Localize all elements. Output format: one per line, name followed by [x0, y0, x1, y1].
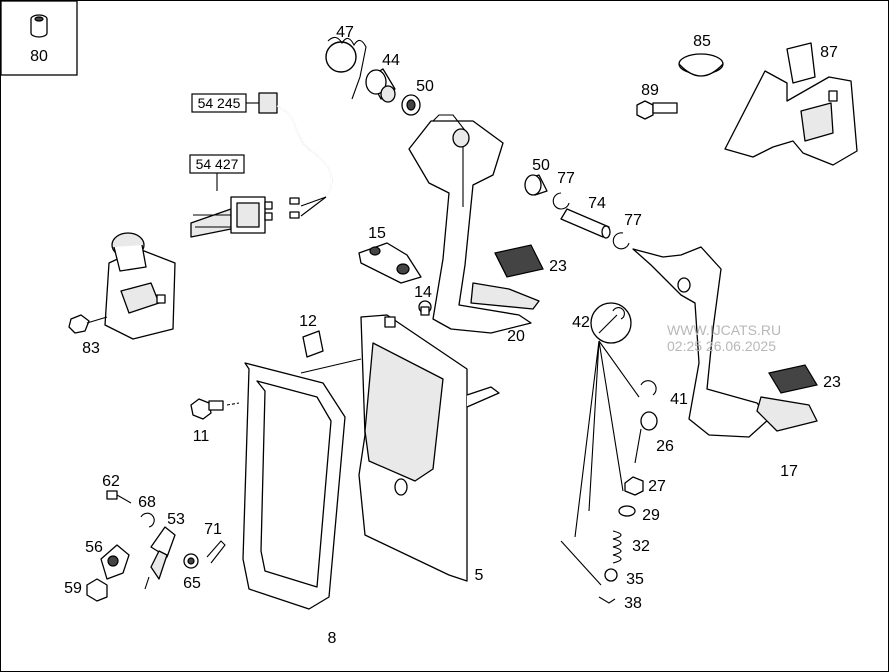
part-5-mounting-plate [358, 314, 500, 582]
part-8-gasket [242, 358, 362, 610]
label-part-87[interactable]: 87 [820, 44, 838, 61]
part-26-bolt [634, 411, 658, 464]
label-part-59[interactable]: 59 [64, 580, 82, 597]
part-35-screw [604, 568, 618, 582]
part-85-cap [678, 53, 724, 77]
label-part-23[interactable]: 23 [549, 258, 567, 275]
label-part-20[interactable]: 20 [507, 328, 525, 345]
legend-box: 80 [1, 1, 78, 76]
label-part-41[interactable]: 41 [670, 391, 688, 408]
label-part-77[interactable]: 77 [624, 212, 642, 229]
label-part-56[interactable]: 56 [85, 539, 103, 556]
label-part-27[interactable]: 27 [648, 478, 666, 495]
label-part-47[interactable]: 47 [336, 24, 354, 41]
part-59-nut [86, 578, 108, 602]
grommet-icon [30, 14, 48, 38]
watermark-site: WWW.IJCATS.RU [667, 322, 781, 338]
part-44-bushing [365, 68, 396, 103]
label-part-85[interactable]: 85 [693, 33, 711, 50]
label-part-68[interactable]: 68 [138, 494, 156, 511]
label-part-26[interactable]: 26 [656, 438, 674, 455]
label-part-77[interactable]: 77 [557, 170, 575, 187]
part-12-seal [302, 330, 324, 358]
part-47-spring [325, 36, 367, 100]
part-17-clutch-pedal [632, 246, 818, 438]
part-29-washer [618, 505, 636, 517]
part-11-bolt [190, 398, 240, 420]
part-89-bolt [636, 100, 678, 120]
part-53-switch [144, 526, 176, 590]
watermark-timestamp: 02:25 26.06.2025 [667, 338, 776, 354]
label-part-23[interactable]: 23 [823, 374, 841, 391]
label-part-8[interactable]: 8 [328, 630, 337, 647]
part-56-bearing [100, 544, 130, 580]
part-65-washer [183, 553, 199, 569]
label-part-29[interactable]: 29 [642, 507, 660, 524]
part-77-clip-lower [612, 232, 630, 250]
ref-box-54245[interactable]: 54 245 [191, 93, 259, 113]
ref-box-54427[interactable]: 54 427 [189, 154, 245, 191]
part-20-brake-pedal [408, 114, 540, 334]
clutch-switch [190, 196, 273, 238]
part-74-shaft [560, 208, 611, 239]
part-23-pedal-pad-lower [768, 364, 818, 394]
label-part-38[interactable]: 38 [624, 595, 642, 612]
label-part-17[interactable]: 17 [780, 463, 798, 480]
label-part-89[interactable]: 89 [641, 82, 659, 99]
part-42-tool-group [560, 302, 640, 586]
label-part-12[interactable]: 12 [299, 313, 317, 330]
part-15-bracket [358, 242, 422, 284]
label-part-74[interactable]: 74 [588, 195, 606, 212]
label-part-62[interactable]: 62 [102, 473, 120, 490]
brake-light-switch-connector [258, 92, 333, 219]
label-part-14[interactable]: 14 [414, 284, 432, 301]
part-32-spring [612, 530, 622, 564]
part-50-bushing-mid [524, 174, 548, 196]
label-part-53[interactable]: 53 [167, 511, 185, 528]
ref-box-text: 54 245 [198, 95, 241, 111]
part-83-bracket [68, 232, 176, 340]
label-part-71[interactable]: 71 [204, 521, 222, 538]
part-23-pedal-pad-upper [494, 244, 544, 278]
label-part-11[interactable]: 11 [193, 428, 210, 445]
label-part-35[interactable]: 35 [626, 571, 644, 588]
label-part-42[interactable]: 42 [572, 314, 590, 331]
label-part-65[interactable]: 65 [183, 575, 201, 592]
label-part-83[interactable]: 83 [82, 340, 100, 357]
part-41-clip [640, 380, 657, 396]
label-part-5[interactable]: 5 [475, 567, 484, 584]
label-part-32[interactable]: 32 [632, 538, 650, 555]
part-77-clip-upper [552, 192, 570, 210]
part-68-clip [140, 512, 155, 528]
part-71-cotter-pin [206, 540, 226, 564]
part-14-stopper [418, 300, 432, 316]
label-part-15[interactable]: 15 [368, 225, 386, 242]
part-62-screw [106, 490, 132, 504]
part-87-pedal-bracket [724, 42, 858, 166]
label-part-50[interactable]: 50 [416, 78, 434, 95]
part-50-bushing-top [401, 94, 421, 116]
part-27-nut [624, 476, 644, 496]
part-38-clip [598, 596, 616, 604]
label-part-44[interactable]: 44 [382, 52, 400, 69]
ref-box-text: 54 427 [196, 156, 239, 172]
legend-number: 80 [30, 48, 48, 65]
label-part-50[interactable]: 50 [532, 157, 550, 174]
